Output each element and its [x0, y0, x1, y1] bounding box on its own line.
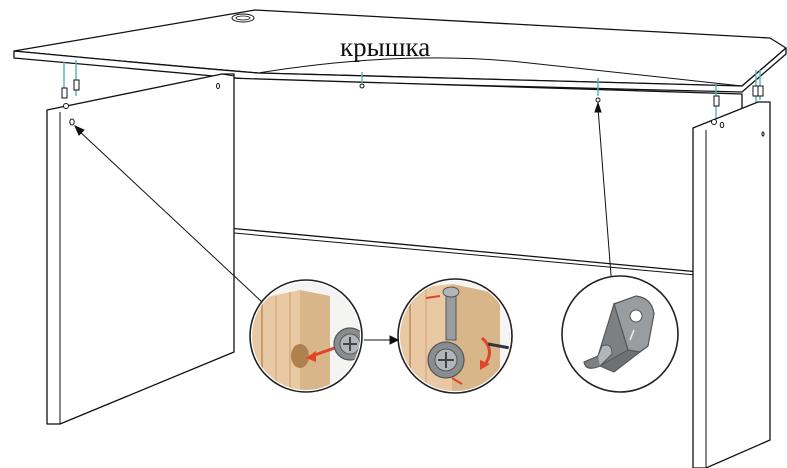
right-side-panel [692, 101, 771, 468]
left-side-panel [46, 73, 235, 425]
cable-grommet-icon [231, 13, 255, 23]
tabletop-label: крышка [340, 32, 430, 62]
leader-arrows [74, 101, 613, 345]
cam-lock-tightening-icon [397, 278, 513, 394]
cam-lock-insertion-icon [249, 279, 363, 393]
metal-corner-bracket-icon [561, 275, 679, 393]
dowel-markers [61, 60, 764, 125]
tabletop [13, 9, 787, 93]
